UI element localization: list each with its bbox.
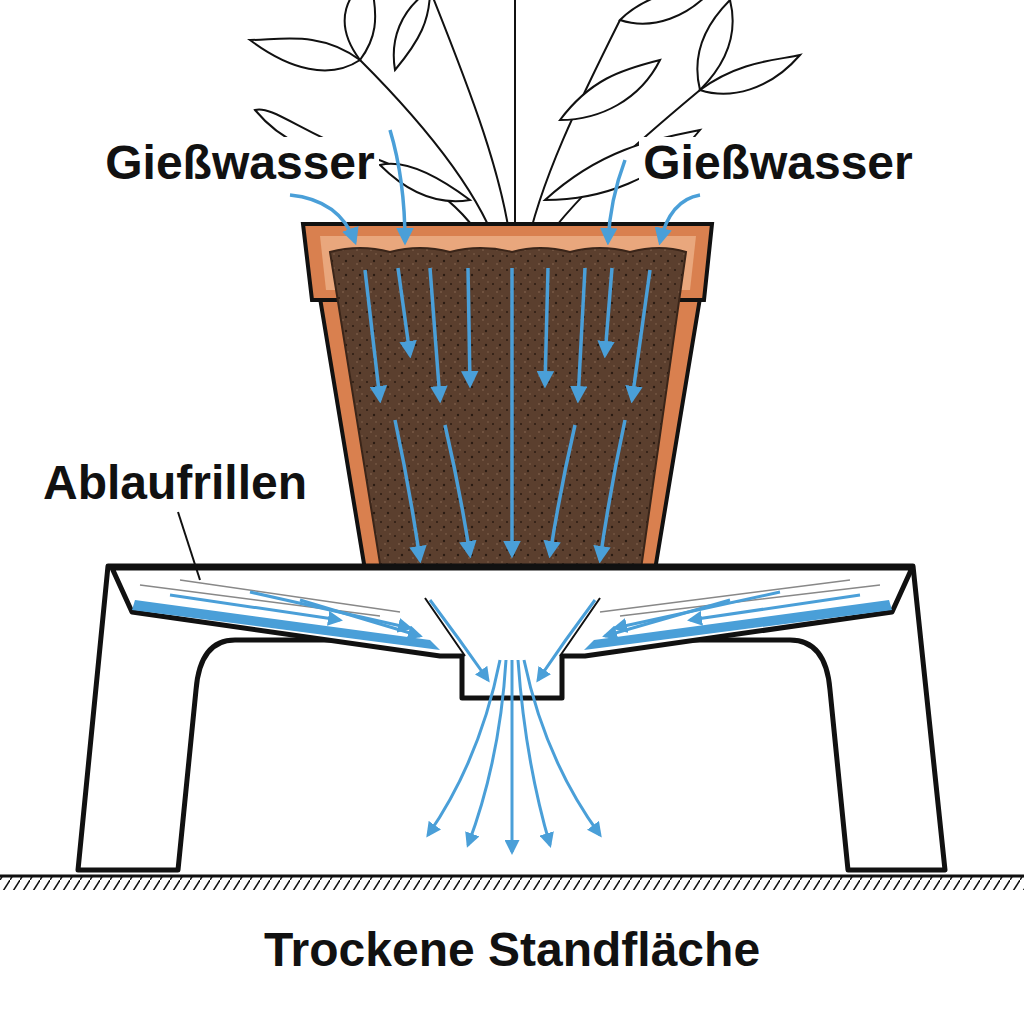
callout-label: Ablaufrillen	[39, 457, 311, 510]
callout-label: Trockene Standfläche	[260, 924, 764, 977]
water-arrows	[290, 130, 700, 560]
leader-line	[178, 512, 200, 580]
plant	[250, 0, 800, 255]
label-wrap: Gießwasser	[101, 137, 378, 190]
callout-label: Gießwasser	[639, 137, 916, 190]
ground-hatch	[0, 876, 1024, 890]
ground-line	[0, 875, 1024, 878]
plant-stand	[78, 566, 945, 870]
label-wrap: Ablaufrillen	[39, 457, 311, 510]
flower-pot	[303, 224, 712, 588]
label-wrap: Trockene Standfläche	[260, 924, 764, 977]
label-wrap: Gießwasser	[639, 137, 916, 190]
drain-water	[428, 600, 600, 852]
callout-label: Gießwasser	[101, 137, 378, 190]
channel-arrows	[170, 592, 860, 636]
